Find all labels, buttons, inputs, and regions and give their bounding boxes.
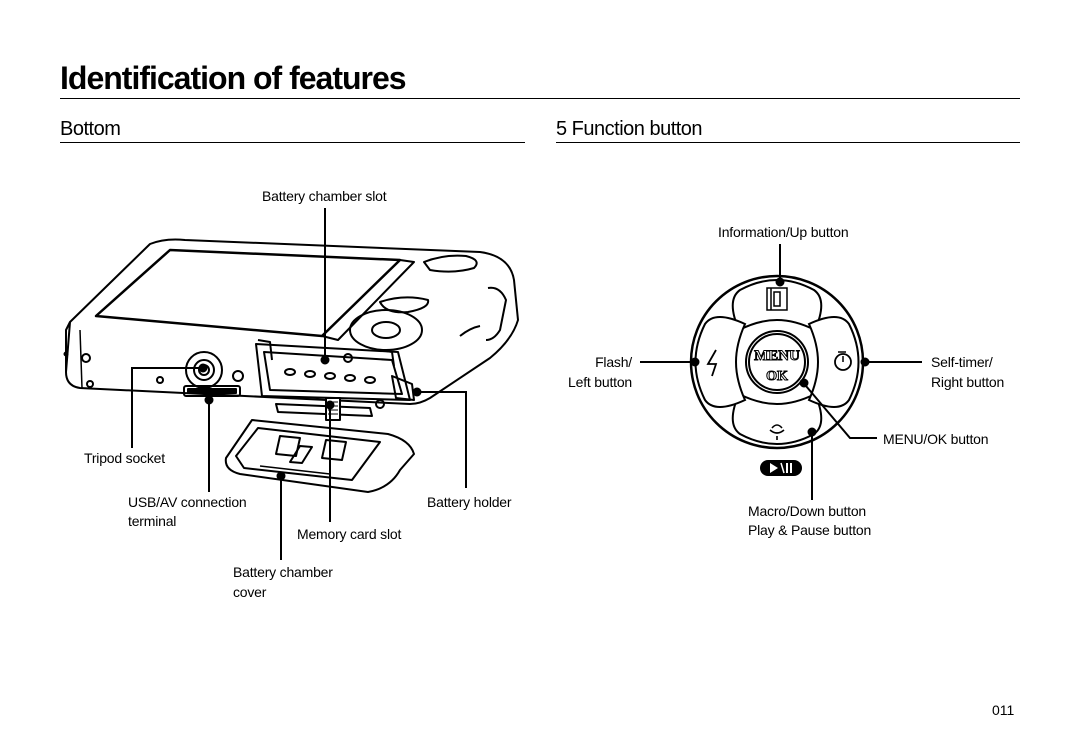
title-rule <box>60 98 1020 99</box>
label-flash-line1: Flash/ <box>595 354 632 370</box>
ok-text: OK <box>766 369 788 384</box>
label-battery-holder: Battery holder <box>427 494 512 510</box>
page-number: 011 <box>992 702 1015 718</box>
label-flash-line2: Left button <box>568 374 632 390</box>
label-battery-cover-line2: cover <box>233 584 267 600</box>
label-battery-cover-line1: Battery chamber <box>233 564 333 580</box>
label-usb-av-line2: terminal <box>128 513 177 529</box>
label-selftimer-line1: Self-timer/ <box>931 354 993 370</box>
section-heading-function: 5 Function button <box>556 118 703 140</box>
section-rule-function <box>556 142 1020 143</box>
section-rule-bottom <box>60 142 525 143</box>
label-macro-line1: Macro/Down button <box>748 503 866 519</box>
label-usb-av-line1: USB/AV connection <box>128 494 247 510</box>
label-battery-chamber-slot: Battery chamber slot <box>262 188 387 204</box>
label-macro-line2: Play & Pause button <box>748 522 872 538</box>
label-memory-card-slot: Memory card slot <box>297 526 402 542</box>
menu-text: MENU <box>754 348 800 364</box>
label-selftimer-line2: Right button <box>931 374 1005 390</box>
page-title: Identification of features <box>60 60 407 96</box>
section-heading-bottom: Bottom <box>60 118 121 140</box>
label-menu-ok: MENU/OK button <box>883 431 989 447</box>
label-info-up: Information/Up button <box>718 224 849 240</box>
label-tripod-socket: Tripod socket <box>84 450 165 466</box>
